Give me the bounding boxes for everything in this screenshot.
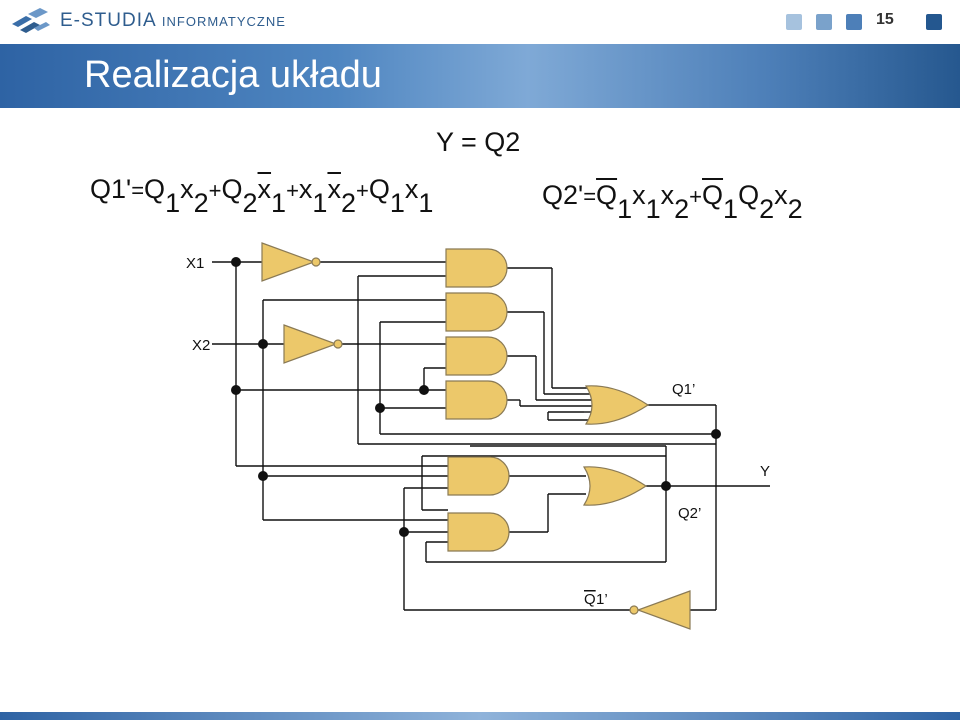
not-gate-bubble <box>333 339 343 349</box>
formula-q2-eq: = <box>583 184 597 209</box>
label-q2-next: Q2’ <box>678 505 701 522</box>
formula-q1-term3-a-sub: 1 <box>312 188 328 218</box>
brand-main: E-STUDIA <box>60 10 156 31</box>
formula-q2-next: Q2'=Q1x1x2+Q1Q2x2 <box>542 180 803 223</box>
junction-dots <box>231 257 721 537</box>
formula-q1-term2-a-sub: 2 <box>242 188 258 218</box>
formula-q1-term1-b: x <box>180 174 194 204</box>
formula-q1-term1-a-sub: 1 <box>165 188 181 218</box>
formula-q2-term1-b-sub: 1 <box>645 194 661 224</box>
output-equation: Y = Q2 <box>436 127 521 157</box>
junction-dot <box>258 471 268 481</box>
junction-dot <box>231 385 241 395</box>
label-nq1-rest: 1’ <box>596 591 608 608</box>
formula-q1-term1-a: Q <box>144 174 166 204</box>
label-y: Y <box>760 463 770 480</box>
junction-dot <box>711 429 721 439</box>
page-number: 15 <box>876 11 894 28</box>
junction-dot <box>375 403 385 413</box>
formula-q1-plus-1: + <box>208 178 222 203</box>
formula-q2-term2-b: Q <box>738 180 760 210</box>
decor-square-3 <box>846 14 862 30</box>
formula-q1-term4-a-sub: 1 <box>389 188 405 218</box>
formula-q1-term4-a: Q <box>368 174 390 204</box>
gates <box>261 242 691 630</box>
label-x2: X2 <box>192 337 210 354</box>
formula-q1-plus-3: + <box>355 178 369 203</box>
decor-square-2 <box>816 14 832 30</box>
label-nq1-bar: Q <box>584 591 596 608</box>
junction-dot <box>419 385 429 395</box>
formula-q2-term2-c-sub: 2 <box>787 194 803 224</box>
formula-q1-next: Q1'=Q1x2+Q2x1+x1x2+Q1x1 <box>90 174 433 217</box>
formula-q2-plus: + <box>689 184 703 209</box>
decor-square-1 <box>786 14 802 30</box>
formula-q2-term1-a-sub: 1 <box>617 194 633 224</box>
formula-q2-term1-c-sub: 2 <box>674 194 690 224</box>
formula-q2-term1-c: x <box>660 180 675 210</box>
or-gate-q2 <box>583 466 647 506</box>
formula-q1-term4-b: x <box>404 174 419 204</box>
formula-q1-term1-b-sub: 2 <box>193 188 209 218</box>
circuit-labels: X1 X2 Q1’ Y Q2’ Q 1’ <box>186 255 770 608</box>
or-gate-q1 <box>585 385 649 425</box>
label-q1-next: Q1’ <box>672 381 695 398</box>
and-gate-1 <box>445 248 508 288</box>
junction-dot <box>258 339 268 349</box>
not-gate-q1 <box>637 590 691 630</box>
not-gate-bubble <box>629 605 639 615</box>
e-studia-logo-icon <box>12 8 50 33</box>
decor-square-4 <box>926 14 942 30</box>
label-x1: X1 <box>186 255 204 272</box>
formula-q1-eq: = <box>131 178 145 203</box>
formula-q2-term1-b: x <box>632 180 646 210</box>
formula-q2-lhs: Q2' <box>542 180 584 210</box>
and-gate-3 <box>445 336 508 376</box>
and-gate-2 <box>445 292 508 332</box>
junction-dot <box>661 481 671 491</box>
formula-q1-term2-b-sub: 1 <box>271 188 287 218</box>
and-gate-5 <box>447 456 510 496</box>
formula-q2-term2-a-sub: 1 <box>723 194 739 224</box>
formula-q1-lhs: Q1' <box>90 174 132 204</box>
formula-q1-plus-2: + <box>286 178 299 203</box>
formula-q1-term4-b-sub: 1 <box>418 188 434 218</box>
brand-text: E-STUDIA INFORMATYCZNE <box>60 10 286 32</box>
formula-q2-term2-c: x <box>774 180 788 210</box>
junction-dot <box>399 527 409 537</box>
title-bar: Realizacja układu <box>0 44 960 108</box>
not-gate-x1 <box>261 242 315 282</box>
formula-q2-term1-a: Q <box>596 180 618 210</box>
and-gate-6 <box>447 512 510 552</box>
formula-q2-term2-a: Q <box>702 180 724 210</box>
formula-q1-term3-b-sub: 2 <box>340 188 356 218</box>
top-bar: E-STUDIA INFORMATYCZNE 15 <box>0 0 960 44</box>
not-gate-x2 <box>283 324 337 364</box>
formula-q1-term2-a: Q <box>221 174 243 204</box>
and-gate-4 <box>445 380 508 420</box>
formula-q1-term2-b: x <box>257 174 272 204</box>
slide-title: Realizacja układu <box>84 54 382 96</box>
formula-q2-term2-b-sub: 2 <box>759 194 775 224</box>
footer-bar <box>0 712 960 720</box>
formula-q1-term3-a: x <box>298 174 313 204</box>
formula-q1-term3-b: x <box>327 174 341 204</box>
junction-dot <box>231 257 241 267</box>
not-gate-bubble <box>311 257 321 267</box>
brand-sub: INFORMATYCZNE <box>161 14 286 29</box>
